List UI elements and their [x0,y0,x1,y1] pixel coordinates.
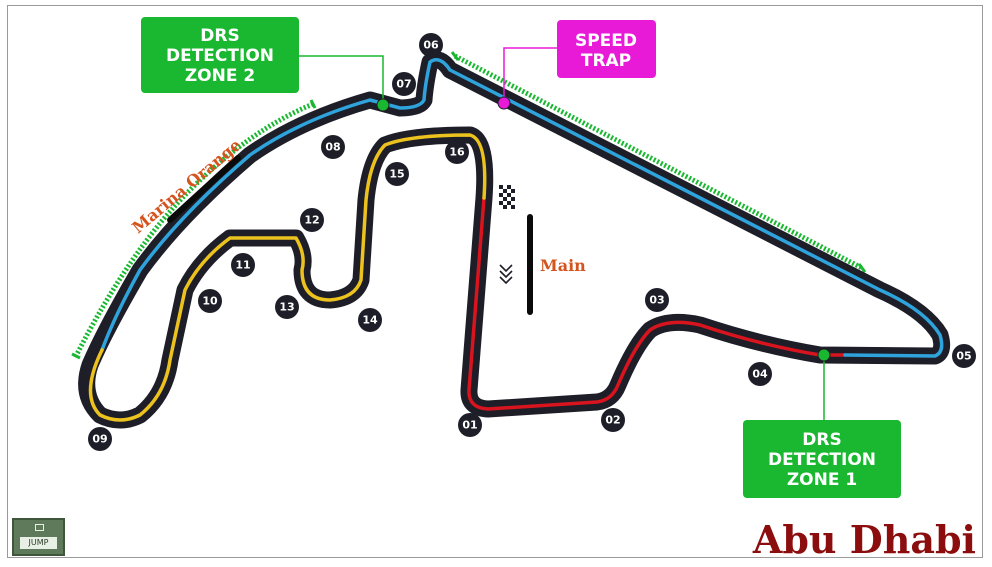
svg-text:06: 06 [423,39,439,52]
turn-01: 01 [458,413,482,437]
svg-text:09: 09 [92,433,107,446]
drs-detection-zone-2-box: DRS DETECTION ZONE 2 [141,17,299,93]
drs-zone-end-main-a [450,51,460,61]
drs1-detection-dot [817,348,831,362]
turn-06: 06 [419,33,443,57]
turn-14: 14 [358,308,382,332]
svg-text:14: 14 [362,314,378,327]
turn-04: 04 [748,362,772,386]
svg-text:02: 02 [605,414,620,427]
direction-chevron-icon [499,264,513,285]
svg-text:04: 04 [752,368,768,381]
speed-trap-line-2: TRAP [581,51,631,71]
svg-text:01: 01 [462,419,477,432]
drs2-detection-dot [376,98,390,112]
track-sector-1 [467,196,847,411]
drs2-line-3: ZONE 2 [185,66,255,86]
svg-text:12: 12 [304,214,319,227]
drs2-leader [298,55,384,103]
track-sector-3 [88,133,487,422]
grandstand-marina-bar [167,155,241,223]
track-sector-2 [100,58,944,358]
turn-11: 11 [231,253,255,277]
turn-02: 02 [601,408,625,432]
speed-trap-line-1: SPEED [575,31,637,51]
jump-label: JUMP [20,537,57,549]
svg-text:13: 13 [279,301,294,314]
turn-13: 13 [275,295,299,319]
turn-07: 07 [392,72,416,96]
turn-12: 12 [300,208,324,232]
track-casing [78,51,951,429]
drs1-line-3: ZONE 1 [787,470,857,490]
svg-text:15: 15 [389,168,404,181]
jump-icon [35,524,44,531]
drs-zone-end-main-b [857,263,867,273]
svg-text:07: 07 [396,78,411,91]
turn-03: 03 [645,288,669,312]
drs1-line-1: DRS [802,430,841,450]
jump-button[interactable]: JUMP [12,518,65,556]
svg-text:10: 10 [202,295,218,308]
turn-09: 09 [88,427,112,451]
circuit-title: Abu Dhabi [752,517,976,562]
turn-05: 05 [952,344,976,368]
drs2-line-2: DETECTION [166,46,274,66]
speed-trap-box: SPEED TRAP [557,20,656,78]
turn-10: 10 [198,289,222,313]
drs-zone-end-back-a [309,99,317,109]
speed-trap-dot [497,96,511,110]
grandstand-main-label: Main [540,256,586,275]
checkered-flag-icon [499,185,515,209]
svg-text:03: 03 [649,294,664,307]
svg-text:08: 08 [325,141,340,154]
svg-text:16: 16 [449,146,465,159]
turn-badges: 01 02 03 04 05 06 07 08 09 10 11 12 13 1… [88,33,976,451]
turn-16: 16 [445,140,469,164]
svg-text:05: 05 [956,350,971,363]
speed-trap-leader [503,47,557,102]
turn-15: 15 [385,162,409,186]
drs2-line-1: DRS [200,26,239,46]
svg-text:11: 11 [235,259,250,272]
drs1-line-2: DETECTION [768,450,876,470]
drs-zone-end-back-b [71,352,81,360]
drs-detection-zone-1-box: DRS DETECTION ZONE 1 [743,420,901,498]
drs-zone-marker-main [453,53,864,271]
turn-08: 08 [321,135,345,159]
